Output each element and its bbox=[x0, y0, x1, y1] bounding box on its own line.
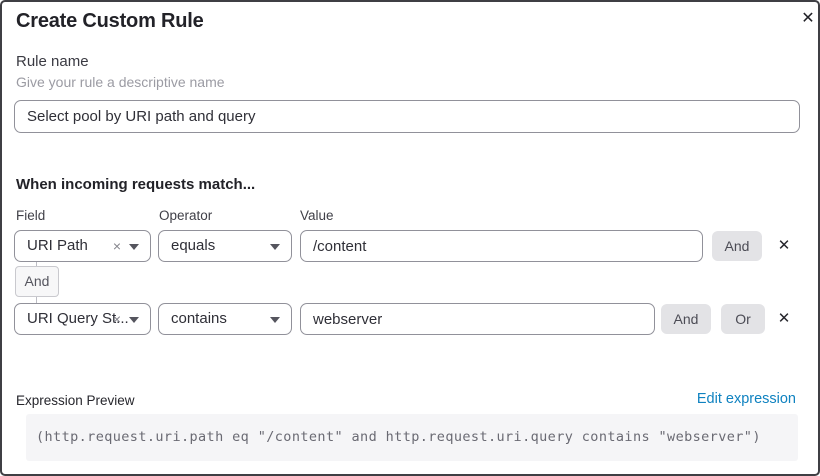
clear-icon[interactable]: × bbox=[112, 311, 121, 327]
close-icon[interactable]: ✕ bbox=[801, 10, 815, 27]
edit-expression-link[interactable]: Edit expression bbox=[696, 391, 796, 407]
field-select-row1[interactable]: URI Path × bbox=[14, 230, 151, 262]
operator-select-row1-value: equals bbox=[171, 237, 216, 254]
chevron-down-icon bbox=[270, 244, 280, 250]
rule-name-label: Rule name bbox=[16, 53, 89, 70]
field-select-row2-value: URI Query St... bbox=[27, 310, 129, 327]
field-select-row1-value: URI Path bbox=[27, 237, 88, 254]
remove-row-icon[interactable]: ✕ bbox=[777, 310, 791, 327]
chevron-down-icon bbox=[129, 244, 139, 250]
add-and-button-row2[interactable]: And bbox=[661, 304, 711, 334]
expression-code-block: (http.request.uri.path eq "/content" and… bbox=[26, 414, 798, 461]
page-title: Create Custom Rule bbox=[16, 10, 204, 32]
column-label-value: Value bbox=[300, 208, 334, 223]
value-input-row2[interactable] bbox=[300, 303, 655, 335]
expression-code: (http.request.uri.path eq "/content" and… bbox=[36, 429, 761, 445]
remove-row-icon[interactable]: ✕ bbox=[777, 237, 791, 254]
field-select-row2[interactable]: URI Query St... × bbox=[14, 303, 151, 335]
column-label-operator: Operator bbox=[159, 208, 213, 223]
column-label-field: Field bbox=[16, 208, 46, 223]
chevron-down-icon bbox=[270, 317, 280, 323]
clear-icon[interactable]: × bbox=[112, 238, 121, 254]
add-or-button-row2[interactable]: Or bbox=[721, 304, 765, 334]
expression-preview-label: Expression Preview bbox=[16, 393, 135, 408]
value-input-row1[interactable] bbox=[300, 230, 703, 262]
connector-and-badge: And bbox=[15, 266, 59, 297]
match-heading: When incoming requests match... bbox=[16, 176, 256, 193]
add-and-button-row1[interactable]: And bbox=[712, 231, 762, 261]
operator-select-row2-value: contains bbox=[171, 310, 227, 327]
rule-name-helper: Give your rule a descriptive name bbox=[16, 74, 225, 90]
chevron-down-icon bbox=[129, 317, 139, 323]
rule-name-input[interactable] bbox=[14, 100, 800, 133]
operator-select-row1[interactable]: equals bbox=[158, 230, 292, 262]
operator-select-row2[interactable]: contains bbox=[158, 303, 292, 335]
